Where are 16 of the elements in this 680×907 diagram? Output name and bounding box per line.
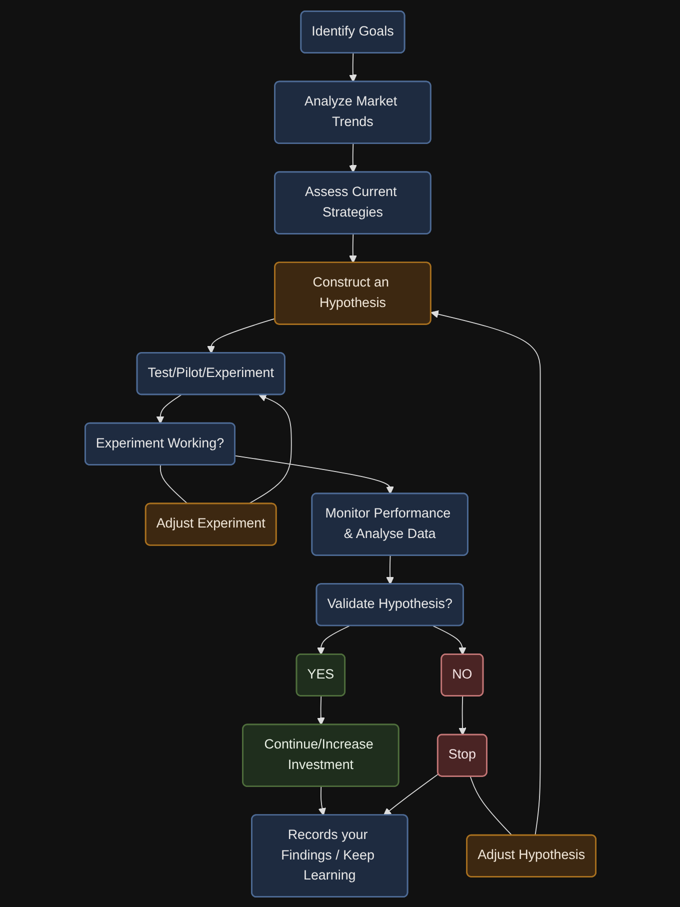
arrow [206, 318, 276, 354]
arrow [432, 625, 466, 654]
arrow [156, 394, 182, 424]
arrow [348, 142, 356, 172]
connector [159, 464, 188, 504]
arrow [318, 786, 326, 816]
arrow [316, 625, 350, 654]
arrow [348, 233, 356, 263]
arrow [316, 695, 324, 725]
arrow [386, 554, 394, 584]
arrow [458, 695, 466, 735]
arrow [382, 773, 438, 816]
connector [469, 776, 512, 836]
arrow [234, 454, 394, 494]
arrow [348, 52, 356, 82]
arrow [430, 310, 540, 836]
